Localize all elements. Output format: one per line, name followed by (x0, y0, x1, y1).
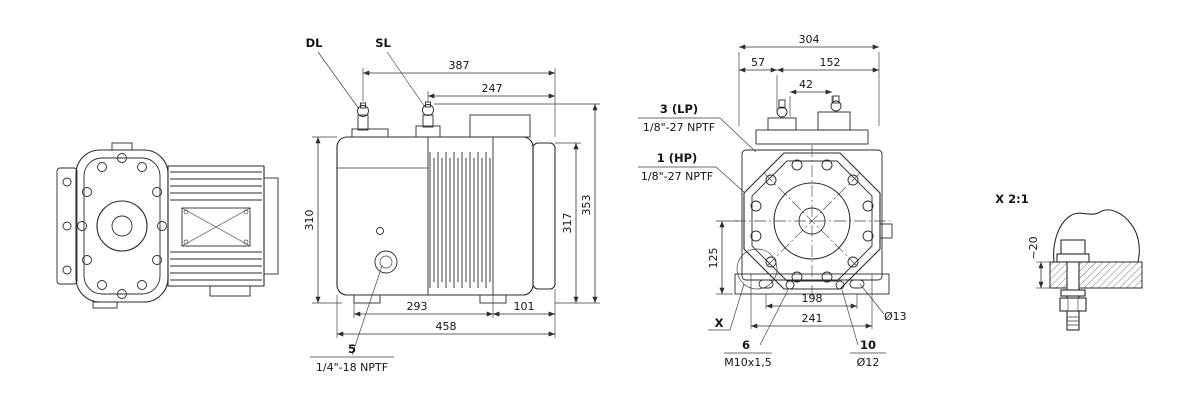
callout-5-number: 5 (348, 342, 356, 356)
nameplate (181, 207, 251, 247)
side-view (336, 101, 556, 304)
callout-10-number: 10 (860, 338, 876, 352)
dim-310-label: 310 (303, 210, 316, 231)
detail-x-circle (736, 248, 778, 290)
foot-slot-dia-label: Ø13 (884, 310, 907, 323)
oil-plug (376, 227, 384, 235)
nut (1059, 297, 1087, 312)
dim-293-label: 293 (407, 300, 428, 313)
casting-outline (1053, 209, 1140, 263)
detail-x-marker: X (715, 316, 724, 330)
dim-198-label: 198 (802, 292, 823, 305)
detail-view: X 2:1 ~20 (995, 192, 1143, 331)
port-hp-thread: 1/8"-27 NPTF (641, 170, 713, 183)
callout-10-dia: Ø12 (857, 356, 880, 369)
cooling-fins-top (170, 171, 262, 201)
left-end-view (56, 142, 279, 309)
dim-247-label: 247 (482, 82, 503, 95)
dim-20-label: ~20 (1027, 236, 1040, 259)
end-view (734, 95, 893, 297)
bolt-head (1060, 239, 1086, 255)
dim-317-label: 317 (561, 213, 574, 234)
dim-42-label: 42 (799, 78, 813, 91)
dim-304-label: 304 (799, 33, 820, 46)
callout-6-number: 6 (742, 338, 750, 352)
suction-valve (415, 101, 441, 138)
washer-bottom (1060, 289, 1086, 297)
foot-rail-section-left (1049, 261, 1068, 289)
washer-top (1056, 253, 1090, 263)
callout-5-thread: 1/4"-18 NPTF (316, 361, 388, 374)
cylinder-fins (429, 152, 491, 288)
discharge-valve (357, 102, 369, 131)
mounting-feet (734, 273, 890, 295)
housing-octagon-outer (743, 152, 881, 290)
end-view-labels: 3 (LP) 1/8"-27 NPTF 1 (HP) 1/8"-27 NPTF … (638, 102, 886, 369)
dim-387-label: 387 (449, 59, 470, 72)
housing-bolt-pattern (750, 159, 874, 283)
port-dl-label: DL (306, 36, 324, 50)
port-lp-thread: 1/8"-27 NPTF (643, 121, 715, 134)
port-hp-label: 1 (HP) (657, 151, 698, 165)
housing-octagon-inner (751, 160, 873, 282)
port-sl-label: SL (375, 36, 391, 50)
cooling-fins-bottom (170, 251, 262, 281)
side-view-dimensions: 387 247 310 317 353 293 101 458 (303, 59, 600, 338)
flange-bolt-pattern (77, 153, 167, 299)
top-valve-assembly (755, 95, 869, 145)
dim-458-label: 458 (436, 320, 457, 333)
sight-glass (374, 250, 398, 274)
callout-6-thread: M10x1,5 (724, 356, 772, 369)
dim-101-label: 101 (514, 300, 535, 313)
dim-152-label: 152 (820, 56, 841, 69)
detail-view-title: X 2:1 (995, 192, 1028, 206)
side-plug (879, 223, 893, 239)
foot-rail-section-right (1078, 261, 1143, 289)
port-lp-label: 3 (LP) (660, 102, 698, 116)
foot-left (353, 294, 381, 304)
dim-57-label: 57 (751, 56, 765, 69)
thread-ticks (1067, 316, 1079, 326)
dim-353-label: 353 (580, 195, 593, 216)
dim-125-label: 125 (707, 248, 720, 269)
end-view-dimensions: 304 57 152 42 125 198 241 Ø13 (707, 33, 907, 329)
dim-241-label: 241 (802, 312, 823, 325)
side-view-labels: DL SL 5 1/4"-18 NPTF (306, 36, 426, 374)
